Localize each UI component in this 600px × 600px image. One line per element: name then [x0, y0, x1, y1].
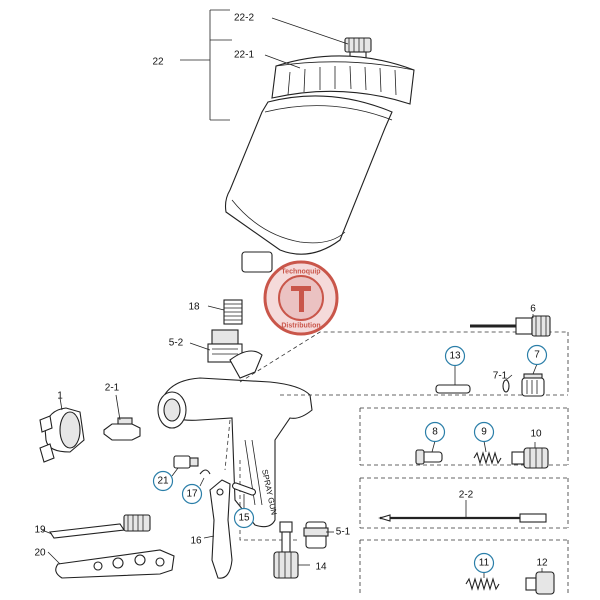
part-label-5-2: 5-2: [169, 338, 184, 349]
part-label-12: 12: [536, 558, 548, 569]
air-inlet-connector: [303, 521, 329, 549]
spray-gun-body: SPRAY GUN: [157, 350, 313, 528]
trigger: [209, 479, 233, 579]
cup-lid: [271, 55, 415, 105]
part-label-20: 20: [34, 548, 46, 559]
trigger-pin: [231, 482, 257, 496]
callout-circle-17: [181, 483, 203, 505]
watermark-top-text: Technoquip: [281, 269, 320, 276]
callout-circle-7: [526, 344, 548, 366]
cup-filter: [223, 299, 243, 325]
callout-circle-15: [233, 507, 255, 529]
watermark-bottom-text: Distribution: [281, 323, 320, 330]
fluid-tip: [103, 417, 141, 441]
part-label-2-2: 2-2: [459, 490, 474, 501]
part-label-2-1: 2-1: [105, 383, 120, 394]
callout-circle-11: [473, 552, 495, 574]
air-cap: [39, 407, 85, 463]
callout-circle-9: [473, 421, 495, 443]
part-label-9: 9: [481, 427, 487, 438]
callout-circle-13: [444, 345, 466, 367]
part-labels: 22-2 22-1 22 18 5-2 6 13 7 7-1 1 2-1 8 9 10 21 17 15 2-2 1…: [34, 13, 548, 574]
part-label-13: 13: [449, 351, 461, 362]
o-ring: [502, 379, 510, 393]
part-label-7-1: 7-1: [493, 371, 508, 382]
part-label-19: 19: [34, 525, 46, 536]
cleaning-brush: [49, 514, 151, 539]
clip: [199, 469, 211, 475]
callout-circle-8: [424, 421, 446, 443]
part-label-21: 21: [157, 476, 169, 487]
callout-circle-21: [152, 470, 174, 492]
part-label-15: 15: [238, 513, 250, 524]
air-valve: [521, 373, 545, 397]
pattern-adjustment-valve: [470, 315, 551, 337]
needle-spring-cap: [525, 571, 555, 595]
part-label-7: 7: [534, 350, 540, 361]
part-label-14: 14: [315, 562, 327, 573]
pin: [435, 384, 471, 394]
air-inlet-fitting: [173, 455, 199, 469]
needle-spring: [465, 577, 500, 591]
wrench: [55, 549, 175, 579]
part-label-1: 1: [57, 391, 63, 402]
part-label-17: 17: [186, 489, 198, 500]
fluid-needle: [378, 513, 547, 523]
part-label-18: 18: [188, 302, 200, 313]
technoquip-logo-watermark: Technoquip Distribution: [263, 260, 339, 336]
part-label-11: 11: [479, 558, 490, 569]
part-label-22: 22: [152, 57, 164, 68]
air-control-valve: [273, 521, 299, 579]
part-label-22-1: 22-1: [234, 50, 254, 61]
spring: [473, 451, 502, 465]
part-label-5-1: 5-1: [336, 527, 351, 538]
needle-stop: [415, 449, 443, 465]
fluid-adjustment-knob: [511, 447, 549, 469]
part-label-6: 6: [530, 304, 536, 315]
part-label-16: 16: [190, 536, 202, 547]
part-label-22-2: 22-2: [234, 13, 254, 24]
part-label-10: 10: [530, 429, 542, 440]
part-label-8: 8: [432, 427, 438, 438]
cup-body: [224, 95, 393, 273]
